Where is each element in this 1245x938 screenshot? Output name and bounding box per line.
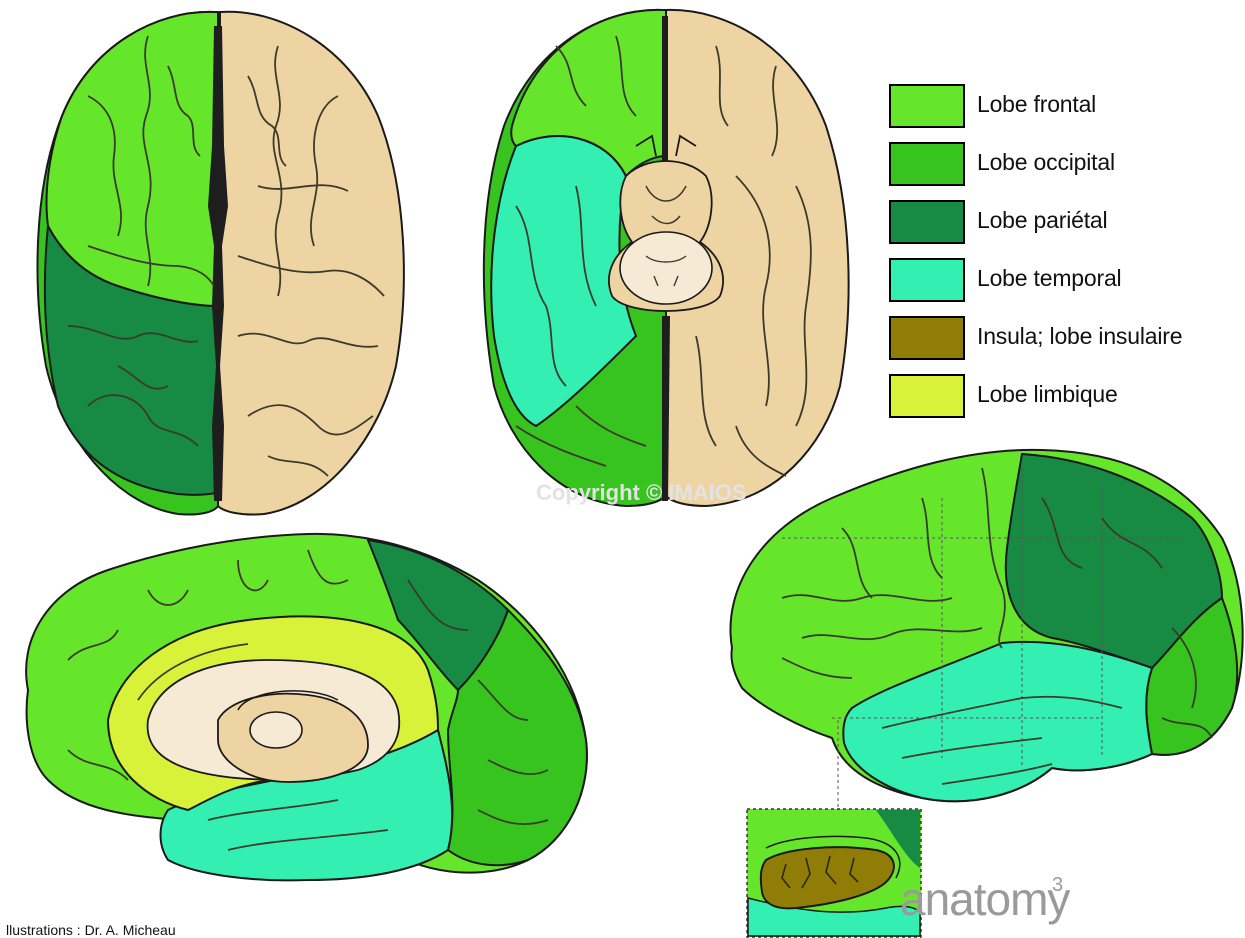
legend-swatch-limbic bbox=[889, 374, 965, 418]
right-hemisphere-superior bbox=[218, 12, 404, 515]
illustration-credit: llustrations : Dr. A. Micheau bbox=[6, 922, 176, 938]
legend-swatch-insula bbox=[889, 316, 965, 360]
medial-view-brain bbox=[8, 520, 593, 898]
legend-item-temporal: Lobe temporal bbox=[886, 254, 1226, 312]
legend-label-insula: Insula; lobe insulaire bbox=[977, 323, 1182, 350]
legend-item-frontal: Lobe frontal bbox=[886, 80, 1226, 138]
legend-swatch-parietal bbox=[889, 200, 965, 244]
legend-label-limbic: Lobe limbique bbox=[977, 381, 1118, 408]
legend-item-parietal: Lobe pariétal bbox=[886, 196, 1226, 254]
legend-label-frontal: Lobe frontal bbox=[977, 91, 1096, 118]
legend-label-temporal: Lobe temporal bbox=[977, 265, 1121, 292]
lateral-view-brain bbox=[722, 438, 1245, 816]
legend-swatch-frontal bbox=[889, 84, 965, 128]
copyright-watermark: Copyright © IMAIOS bbox=[536, 480, 747, 506]
legend-item-insula: Insula; lobe insulaire bbox=[886, 312, 1226, 370]
anatomy-logo-superscript: 3 bbox=[1052, 874, 1063, 897]
anatomy-logo: anatomy bbox=[900, 872, 1069, 926]
legend-item-occipital: Lobe occipital bbox=[886, 138, 1226, 196]
legend-label-parietal: Lobe pariétal bbox=[977, 207, 1107, 234]
legend-swatch-occipital bbox=[889, 142, 965, 186]
superior-view-brain bbox=[28, 6, 410, 518]
legend-item-limbic: Lobe limbique bbox=[886, 370, 1226, 428]
legend-swatch-temporal bbox=[889, 258, 965, 302]
legend-label-occipital: Lobe occipital bbox=[977, 149, 1115, 176]
lobe-legend: Lobe frontal Lobe occipital Lobe pariéta… bbox=[886, 80, 1226, 428]
insula-inset bbox=[746, 808, 922, 938]
